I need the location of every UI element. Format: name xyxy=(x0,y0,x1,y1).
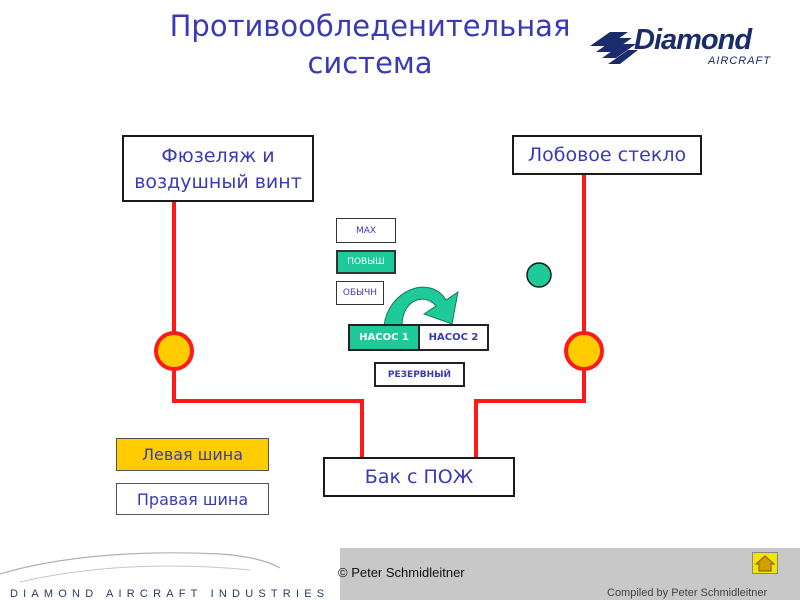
left-bus-button[interactable]: Левая шина xyxy=(116,438,269,471)
footer-compiled-by: Compiled by Peter Schmidleitner xyxy=(607,587,768,599)
fuselage-line-2: воздушный винт xyxy=(134,170,302,193)
mode-max-button[interactable]: MAX xyxy=(336,218,396,243)
diamond-logo-icon xyxy=(590,32,638,64)
fluid-tank-box: Бак с ПОЖ xyxy=(323,457,515,497)
status-light-icon xyxy=(526,262,552,288)
right-bus-button[interactable]: Правая шина xyxy=(116,483,269,515)
mode-high-button[interactable]: ПОВЫШ xyxy=(336,250,396,274)
backup-pump-button[interactable]: РЕЗЕРВНЫЙ xyxy=(374,362,465,387)
home-icon xyxy=(754,555,776,572)
windshield-box: Лобовое стекло xyxy=(512,135,702,175)
title-line-1: Противообледенительная xyxy=(169,9,571,43)
footer-brand-panel xyxy=(0,548,340,600)
pump-1-button[interactable]: НАСОС 1 xyxy=(348,324,420,351)
left-valve-icon xyxy=(154,331,194,371)
fuselage-propeller-box: Фюзеляж и воздушный винт xyxy=(122,135,314,202)
page-title: Противообледенительная система xyxy=(150,8,590,82)
left-pipe xyxy=(172,200,364,458)
mode-normal-button[interactable]: ОБЫЧН xyxy=(336,281,384,305)
logo-wordmark: Diamond xyxy=(634,24,752,56)
footer-brand-text: DIAMOND AIRCRAFT INDUSTRIES xyxy=(10,588,330,600)
right-pipe xyxy=(474,174,586,458)
pump-2-button[interactable]: НАСОС 2 xyxy=(418,324,489,351)
fuselage-line-1: Фюзеляж и xyxy=(161,144,275,167)
home-button[interactable] xyxy=(752,552,778,574)
title-line-2: система xyxy=(307,46,433,80)
aircraft-silhouette-icon xyxy=(0,552,281,583)
pump-switch-arrow-icon xyxy=(383,286,459,327)
footer-copyright: © Peter Schmidleitner xyxy=(338,565,465,580)
right-valve-icon xyxy=(564,331,604,371)
logo-subtitle: AIRCRAFT xyxy=(708,55,771,67)
